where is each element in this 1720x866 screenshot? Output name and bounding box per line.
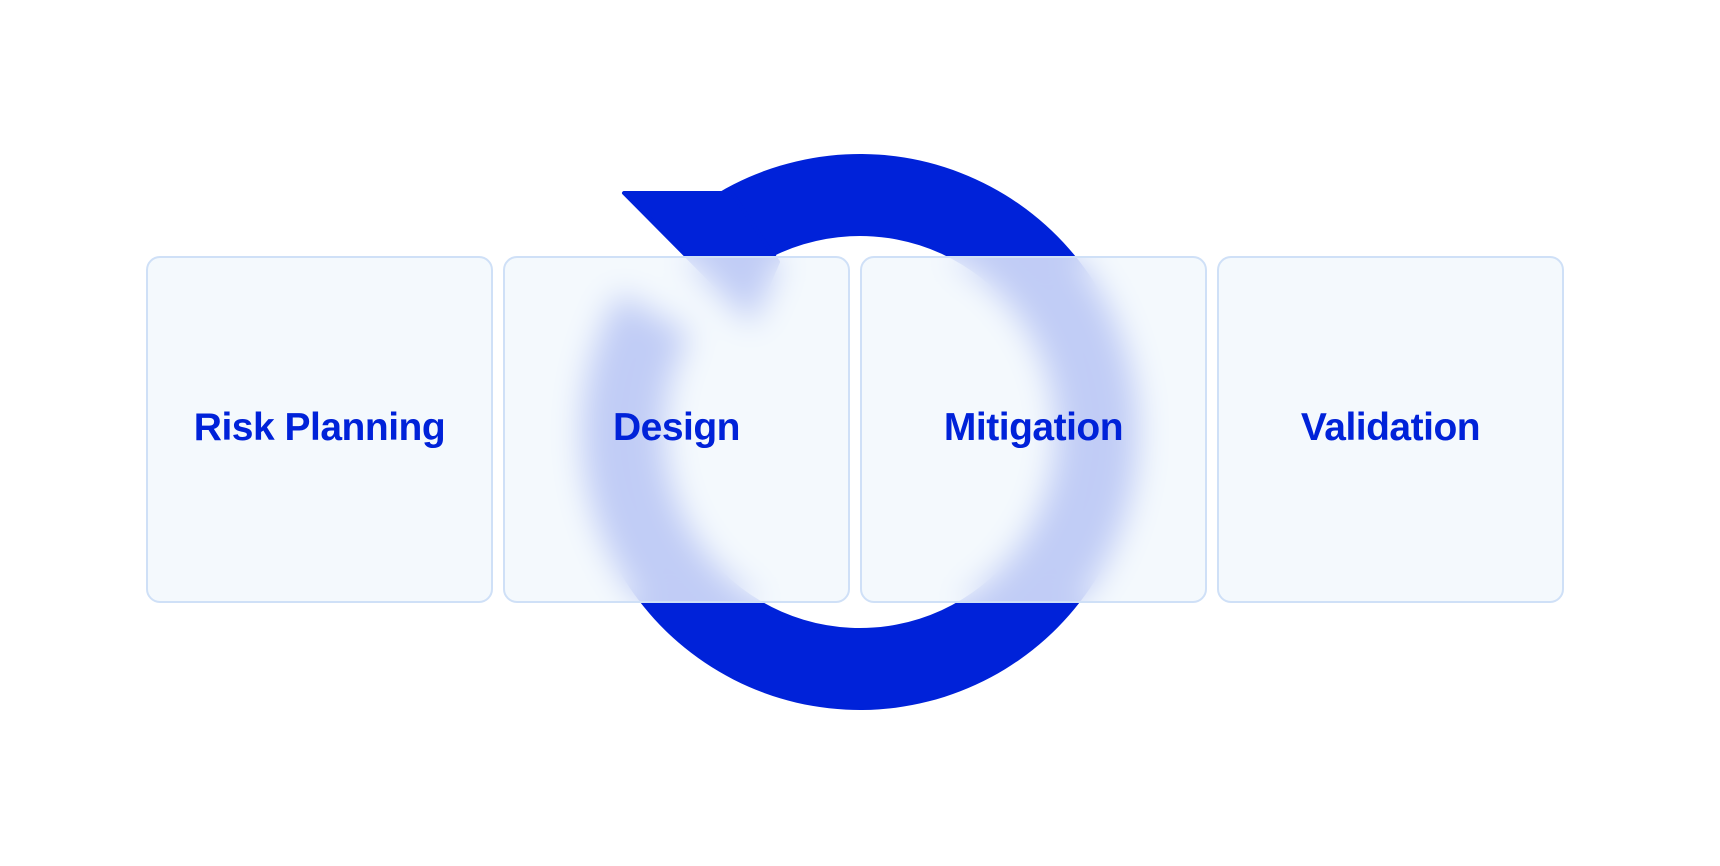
step-card-mitigation: Mitigation xyxy=(860,256,1207,603)
step-label: Risk Planning xyxy=(193,405,446,449)
step-label: Validation xyxy=(1300,405,1481,449)
step-label: Mitigation xyxy=(943,405,1124,449)
step-card-risk-planning: Risk Planning xyxy=(146,256,493,603)
step-card-validation: Validation xyxy=(1217,256,1564,603)
steps-row: Risk Planning Design Mitigation Validati… xyxy=(146,256,1564,603)
step-card-design: Design xyxy=(503,256,850,603)
step-label: Design xyxy=(612,405,741,449)
